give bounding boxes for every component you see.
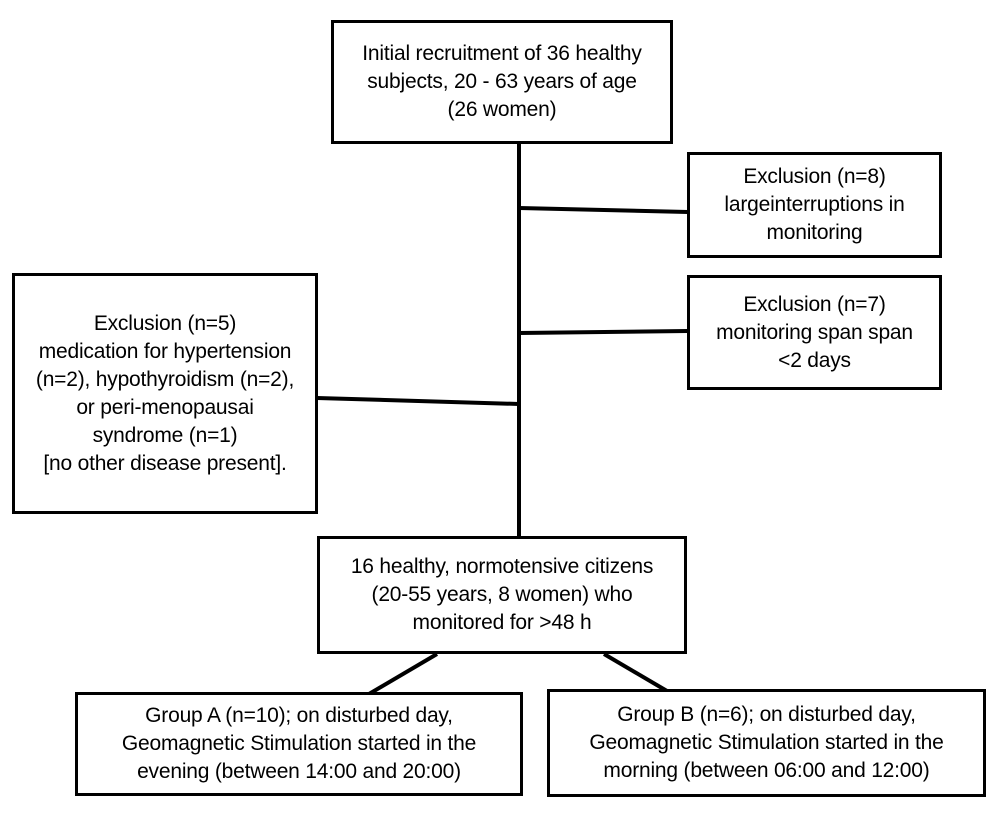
node-text-line: (20-55 years, 8 women) who	[371, 583, 633, 606]
node-text-line: monitored for >48 h	[412, 611, 592, 634]
node-text-line: morning (between 06:00 and 12:00)	[603, 759, 930, 782]
node-text-line: Group B (n=6); on disturbed day,	[617, 703, 916, 726]
node-group-a: Group A (n=10); on disturbed day, Geomag…	[75, 692, 523, 796]
node-exclusion-n8: Exclusion (n=8) largeinterruptions in mo…	[687, 152, 942, 258]
node-exclusion-n7: Exclusion (n=7) monitoring span span <2 …	[687, 275, 942, 390]
node-text-line: largeinterruptions in	[724, 193, 905, 216]
node-text-line: [no other disease present].	[43, 451, 287, 475]
node-text-line: (n=2), hypothyroidism (n=2),	[35, 367, 295, 391]
node-text-line: medication for hypertension	[38, 339, 292, 363]
connector-group-b	[602, 652, 669, 693]
node-text-line: <2 days	[778, 348, 851, 372]
node-text-line: evening (between 14:00 and 20:00)	[137, 760, 461, 783]
node-text-line: syndrome (n=1)	[92, 423, 238, 447]
node-text-line: Initial recruitment of 36 healthy	[362, 42, 642, 65]
node-text-line: monitoring span span	[716, 320, 913, 344]
node-group-b: Group B (n=6); on disturbed day, Geomagn…	[547, 689, 986, 797]
node-text-line: Geomagnetic Stimulation started in the	[121, 732, 477, 755]
node-final-cohort: 16 healthy, normotensive citizens (20-55…	[317, 536, 687, 654]
connector-exclusion-n8	[518, 206, 689, 214]
node-text-line: or peri-menopausai	[76, 395, 254, 419]
node-text-line: 16 healthy, normotensive citizens	[350, 555, 654, 578]
node-text-line: Exclusion (n=5)	[93, 311, 237, 335]
node-text-line: monitoring	[766, 221, 863, 244]
node-text-line: Exclusion (n=7)	[743, 292, 886, 316]
node-initial-recruitment: Initial recruitment of 36 healthy subjec…	[331, 20, 673, 144]
connector-exclusion-n5	[316, 396, 520, 406]
node-text-line: Geomagnetic Stimulation started in the	[589, 731, 944, 754]
connector-exclusion-n7	[518, 329, 689, 335]
node-text-line: (26 women)	[447, 98, 557, 121]
node-exclusion-n5: Exclusion (n=5) medication for hypertens…	[12, 273, 318, 514]
node-text-line: Exclusion (n=8)	[743, 165, 886, 188]
connector-group-a	[367, 652, 439, 696]
node-text-line: subjects, 20 - 63 years of age	[367, 70, 637, 93]
node-text-line: Group A (n=10); on disturbed day,	[145, 704, 453, 727]
